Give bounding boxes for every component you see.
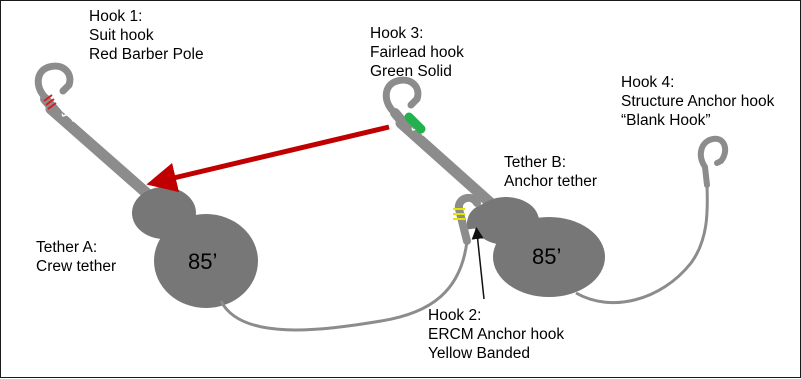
crew-strap: [45, 103, 157, 203]
crew-strap-zigzag: [52, 108, 154, 162]
hook1-red-band: [43, 94, 57, 110]
hook1-label: Hook 1: Suit hook Red Barber Pole: [89, 7, 204, 64]
tether-a-title: Tether A:: [36, 239, 98, 256]
tether-a-label: Tether A: Crew tether: [36, 238, 116, 276]
tether-a-name: Crew tether: [36, 258, 117, 275]
crew-tether: 85’: [45, 103, 258, 308]
hook3-icon: [382, 76, 426, 134]
crew-reel-cable: [219, 240, 469, 332]
hook3-marking: Green Solid: [370, 63, 452, 80]
hook2-label: Hook 2: ERCM Anchor hook Yellow Banded: [428, 306, 564, 363]
hook3-title: Hook 3:: [370, 25, 424, 42]
anchor-reel-length: 85’: [532, 244, 561, 269]
anchor-reel: 85’: [466, 197, 605, 297]
hook4-title: Hook 4:: [621, 74, 675, 91]
anchor-strap: [395, 117, 501, 213]
hook4-label: Hook 4: Structure Anchor hook “Blank Hoo…: [621, 73, 774, 130]
tether-b-name: Anchor tether: [504, 173, 598, 190]
crew-reel-length: 85’: [188, 249, 217, 274]
hook2-yellow-band: [453, 208, 465, 220]
hook1-marking: Red Barber Pole: [89, 46, 204, 63]
anchor-tether: 85’: [395, 117, 605, 297]
hook2-title: Hook 2:: [428, 307, 482, 324]
hook1-icon: [34, 62, 74, 118]
hook1-name: Suit hook: [89, 27, 154, 44]
hook3-green-band: [404, 112, 426, 134]
hook2-name: ERCM Anchor hook: [428, 326, 565, 343]
hook2-pointer: [471, 227, 485, 300]
anchor-reel-cable: [575, 182, 709, 305]
hook3-name: Fairlead hook: [370, 44, 464, 61]
hook3-label: Hook 3: Fairlead hook Green Solid: [370, 24, 464, 81]
hook2-marking: Yellow Banded: [428, 345, 530, 362]
transfer-arrow: [146, 124, 390, 193]
hook4-marking: “Blank Hook”: [621, 112, 711, 129]
tether-b-label: Tether B: Anchor tether: [504, 153, 597, 191]
hook4-icon: [697, 135, 729, 188]
tether-b-title: Tether B:: [504, 154, 567, 171]
crew-reel: 85’: [132, 187, 258, 308]
hook4-name: Structure Anchor hook: [621, 93, 775, 110]
hook1-title: Hook 1:: [89, 8, 143, 25]
hook2-icon: [453, 193, 481, 245]
